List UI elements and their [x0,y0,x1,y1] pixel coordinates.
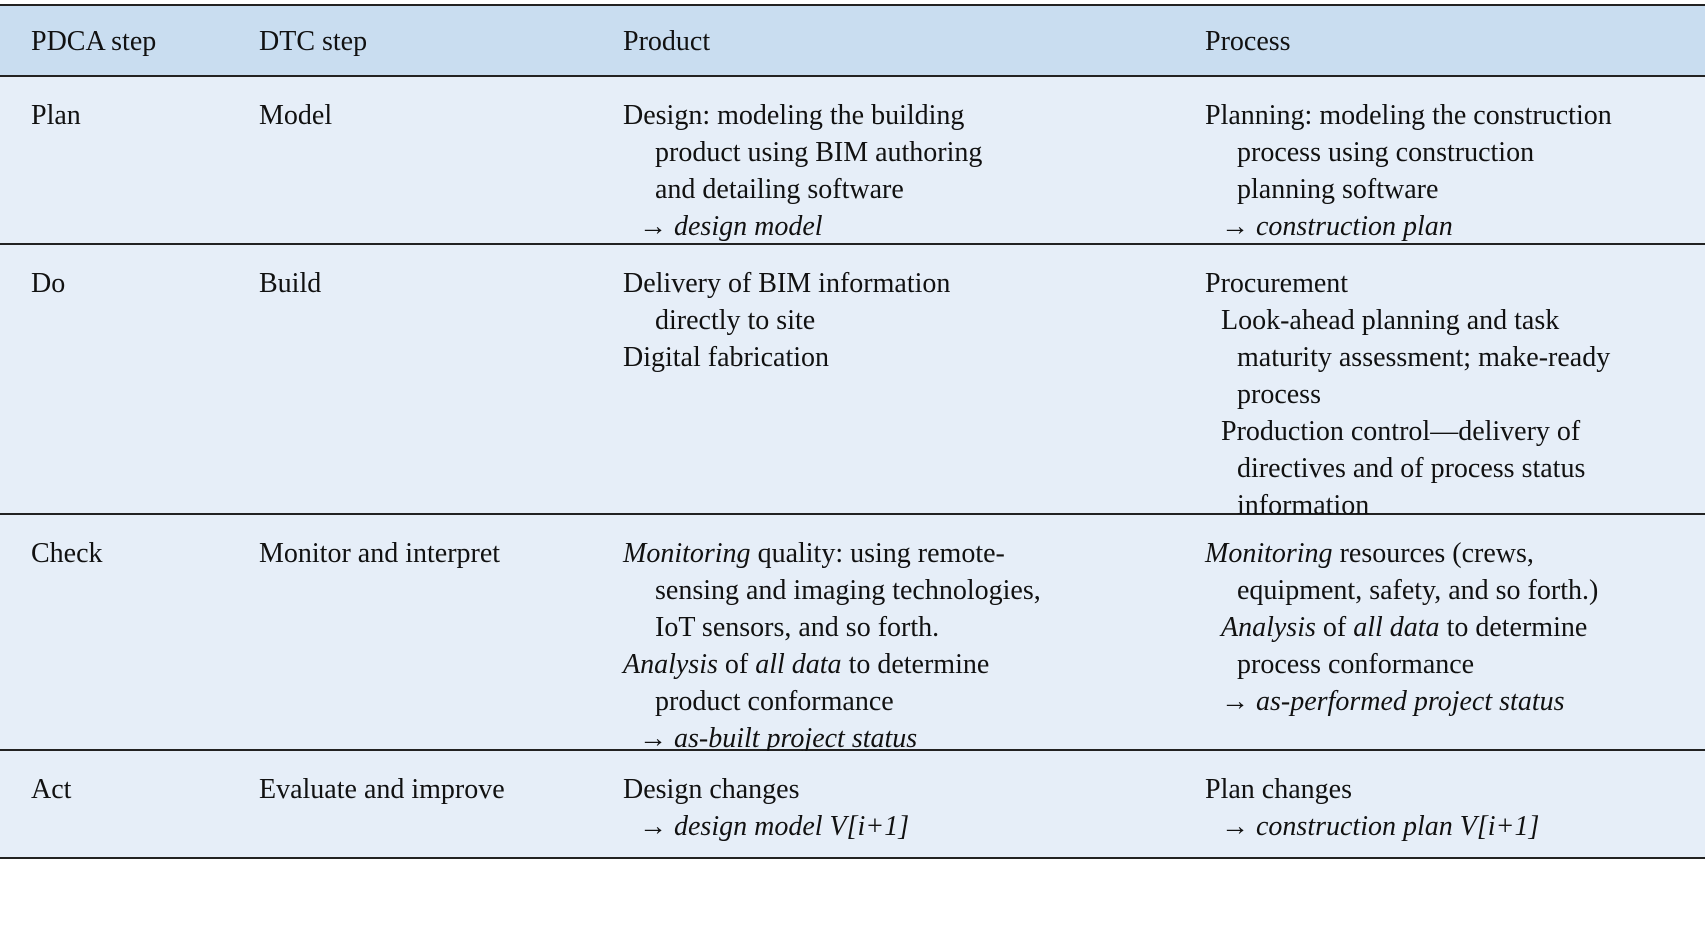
table-header-row: PDCA step DTC step Product Process [0,4,1705,77]
table-row-do: Do Build Delivery of BIM information dir… [0,245,1705,521]
cell-text: quality: using remote- [750,538,1005,569]
emphasis-text: all data [755,649,842,680]
cell-line: Delivery of BIM information [623,268,951,299]
cell-line: process using construction [1237,137,1535,168]
emphasis-text: Monitoring [1205,538,1333,569]
cell-line: Analysis of all data to determine [623,646,1041,683]
cell-line: IoT sensors, and so forth. [655,612,940,643]
emphasis-text: all data [1353,612,1440,643]
cell-line: Plan changes [1205,774,1352,805]
output-line: → as-built project status [639,723,918,754]
header-process: Process [1205,26,1291,57]
header-dtc-step: DTC step [259,26,368,57]
cell-text: to determine [841,649,990,680]
cell-product: Design: modeling the building product us… [623,97,982,245]
cell-pdca: Plan [31,100,81,131]
cell-process: Plan changes → construction plan V[i+1] [1205,771,1539,845]
cell-line: directly to site [655,305,816,336]
emphasis-text: Analysis [1221,612,1316,643]
emphasis-text: Analysis [623,649,718,680]
cell-line: Look-ahead planning and task [1221,305,1560,336]
cell-product: Design changes → design model V[i+1] [623,771,909,845]
cell-line: process [1237,379,1321,410]
pdca-dtc-table: PDCA step DTC step Product Process Plan … [0,4,1705,859]
cell-line: process conformance [1237,649,1475,680]
cell-line: Planning: modeling the construction [1205,100,1612,131]
output-line: → design model V[i+1] [639,811,910,842]
cell-line: maturity assessment; make-ready [1237,342,1611,373]
cell-product: Delivery of BIM information directly to … [623,265,950,376]
output-line: → construction plan V[i+1] [1221,811,1540,842]
header-product: Product [623,26,711,57]
cell-line: Digital fabrication [623,342,830,373]
cell-line: planning software [1237,174,1439,205]
cell-dtc: Monitor and interpret [259,538,501,569]
cell-pdca: Check [31,538,103,569]
cell-line: equipment, safety, and so forth.) [1237,575,1599,606]
cell-line: directives and of process status [1237,453,1586,484]
cell-line: product conformance [655,686,894,717]
cell-dtc: Model [259,100,333,131]
cell-line: product using BIM authoring [655,137,983,168]
cell-line: sensing and imaging technologies, [655,575,1041,606]
emphasis-text: Monitoring [623,538,751,569]
cell-process: Monitoring resources (crews, equipment, … [1205,535,1598,720]
table-row-act: Act Evaluate and improve Design changes … [0,751,1705,859]
cell-pdca: Do [31,268,66,299]
cell-line: Monitoring resources (crews, [1205,535,1598,572]
cell-product: Monitoring quality: using remote- sensin… [623,535,1041,757]
cell-line: Analysis of all data to determine [1205,609,1598,646]
cell-line: Procurement [1205,268,1349,299]
table-row-check: Check Monitor and interpret Monitoring q… [0,515,1705,754]
cell-dtc: Evaluate and improve [259,774,505,805]
cell-dtc: Build [259,268,322,299]
table-row-plan: Plan Model Design: modeling the building… [0,77,1705,245]
cell-line: and detailing software [655,174,904,205]
output-line: → as-performed project status [1221,686,1565,717]
cell-text: of [717,649,756,680]
cell-process: Planning: modeling the construction proc… [1205,97,1612,245]
cell-text: resources (crews, [1332,538,1534,569]
output-line: → design model [639,211,823,242]
output-line: → construction plan [1221,211,1453,242]
header-pdca-step: PDCA step [31,26,157,57]
cell-line: Design: modeling the building [623,100,965,131]
cell-line: Monitoring quality: using remote- [623,535,1041,572]
cell-pdca: Act [31,774,72,805]
cell-line: Design changes [623,774,800,805]
cell-text: to determine [1439,612,1588,643]
cell-process: Procurement Look-ahead planning and task… [1205,265,1610,524]
cell-text: of [1315,612,1354,643]
cell-line: Production control—delivery of [1221,416,1581,447]
